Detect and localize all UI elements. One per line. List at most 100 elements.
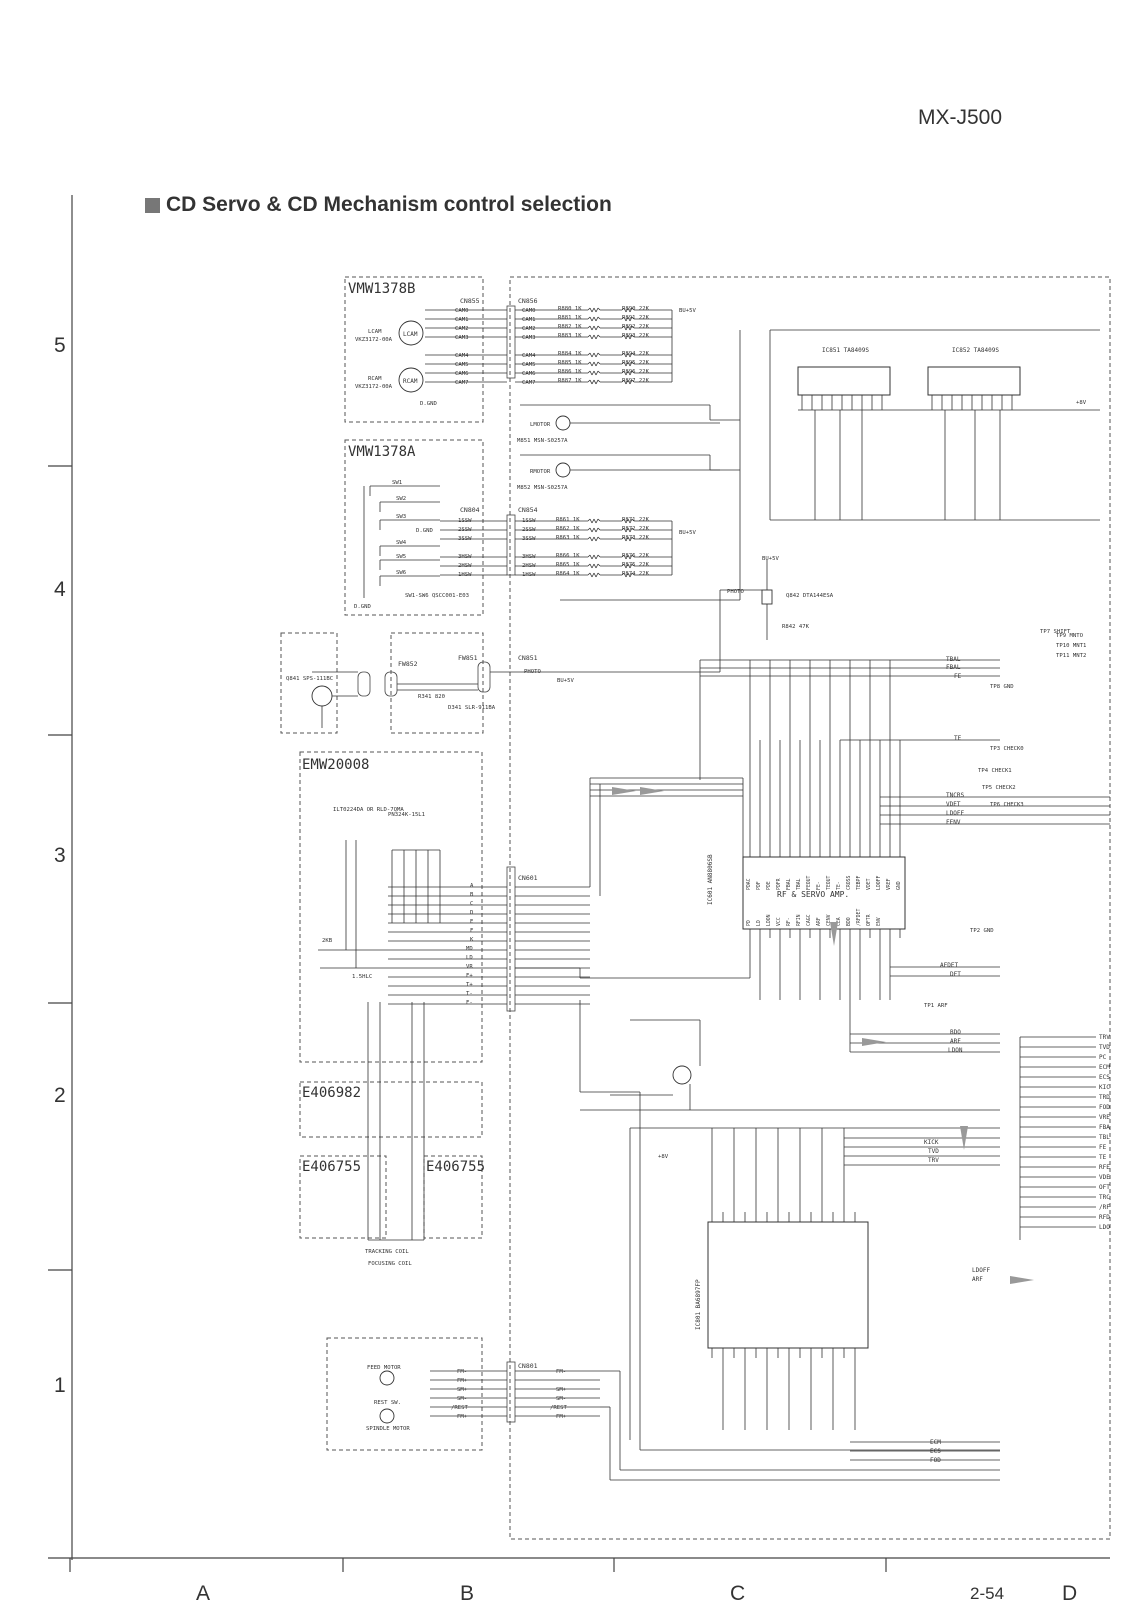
label-feed-motor: FEED MOTOR	[367, 1365, 401, 1371]
wire-187	[623, 554, 627, 560]
wire-205	[627, 563, 631, 569]
label-cn851: CN851	[518, 654, 538, 662]
label-dgnd-1: D.GND	[420, 401, 437, 407]
wire-18	[587, 316, 591, 320]
right-pin-7: FOD	[1099, 1104, 1110, 1111]
sw-r-right-0: R871 22K	[622, 517, 650, 523]
label-m851: M851 MSN-S0257A	[517, 438, 568, 444]
wire-158	[629, 527, 633, 533]
right-pin-11: FE	[1099, 1144, 1107, 1151]
ic-packages	[707, 366, 1021, 1349]
component-symbol-labels: LCAM RCAM	[403, 331, 418, 385]
ic851-label: IC851 TA8409S	[822, 347, 869, 354]
label-cn601: CN601	[518, 874, 538, 882]
wire-173	[627, 536, 631, 542]
label-cn854: CN854	[518, 506, 538, 514]
connector-labels: CN855 CN856 CN804 CN854 CN851 CN601 CN80…	[398, 297, 538, 1370]
ic601-top-pin-9: TE-	[836, 881, 842, 890]
wire-14	[631, 307, 635, 311]
wire-29	[629, 316, 633, 322]
tp2: TP2 GND	[970, 928, 994, 934]
right-pin-3: ECM	[1099, 1064, 1110, 1071]
signal-labels: TBAL FBAL FE TE TNCRS VDET LDOFF FENV AF…	[924, 656, 990, 1464]
switch-part: SW1-SW6 QSCC001-E03	[405, 593, 469, 599]
board-vmw1378a	[344, 439, 484, 616]
wire-7	[597, 307, 601, 311]
wire-124	[627, 379, 631, 385]
signal-tvd: TVD	[928, 1148, 939, 1155]
sw-r-left-5: R864 1K	[556, 571, 580, 577]
ic601-bot-pin-8: CENV	[826, 914, 832, 926]
cam-r-left-7: R887 1K	[558, 378, 582, 384]
label-spindle-motor: SPINDLE MOTOR	[366, 1426, 410, 1432]
wire-156	[625, 527, 629, 533]
wire-84	[591, 361, 595, 367]
wire-143	[631, 518, 635, 522]
cn801-sig-3: SM-	[556, 1396, 566, 1402]
wire-43	[625, 325, 629, 331]
label-cn855: CN855	[460, 297, 480, 305]
cam-line-7: CAM7	[522, 380, 535, 386]
label-fw851: FW851	[458, 654, 478, 662]
cam-r-right-4: R894 22K	[622, 351, 650, 357]
wire-182	[593, 554, 597, 560]
wire-9	[621, 307, 625, 311]
signal-tncrs: TNCRS	[946, 792, 964, 799]
wire-222	[629, 572, 633, 578]
cn601-pin-labels: A B C D E F K MD LD VR F+ T+ T- F- FM- F…	[451, 883, 567, 1420]
wire-45	[629, 325, 633, 331]
wire-121	[621, 379, 625, 383]
wire-86	[595, 361, 599, 367]
wire-109	[629, 370, 633, 376]
cam-lines: CAM0 CAM1 CAM2 CAM3 CAM4 CAM5 CAM6 CAM7 …	[455, 306, 650, 386]
lcam-symbol	[398, 320, 424, 346]
wire-55	[597, 334, 601, 338]
wire-70	[595, 352, 599, 358]
sw-r-right-2: R873 22K	[622, 535, 650, 541]
section-title-text: CD Servo & CD Mechanism control selectio…	[166, 193, 612, 216]
cn801-sig-2: SM+	[556, 1387, 567, 1393]
label-rmotor: RMOTOR	[530, 469, 551, 475]
wire-195	[587, 563, 591, 567]
row-label-5: 5	[54, 334, 66, 357]
ic601-top-pin-1: PDF	[756, 881, 762, 890]
right-pin-0: TRV	[1099, 1034, 1110, 1041]
wire-57	[621, 334, 625, 338]
cn601-pin-a: A	[470, 883, 474, 889]
wire-4	[591, 307, 595, 313]
section-title: CD Servo & CD Mechanism control selectio…	[145, 193, 612, 217]
wire-190	[629, 554, 633, 560]
rmotor-symbol	[555, 462, 571, 478]
label-plus8v-2: +8V	[658, 1154, 669, 1160]
ic601-bot-pin-9: CEA	[836, 917, 842, 926]
signal-fenv: FENV	[946, 819, 961, 826]
wire-218	[621, 572, 625, 576]
switch-1: SW2	[396, 496, 406, 502]
wire-75	[625, 352, 629, 358]
cn601-pin-k: K	[470, 937, 474, 943]
wire-12	[627, 307, 631, 313]
wire-186	[621, 554, 625, 558]
frame-lines	[48, 195, 1110, 1572]
cam-r-left-5: R885 1K	[558, 360, 582, 366]
wire-168	[597, 536, 601, 540]
wire-89	[621, 361, 625, 365]
cam-line-left-3: CAM3	[455, 335, 468, 341]
wire-148	[589, 527, 593, 533]
ic601-top-pin-4: FBAL	[786, 878, 792, 890]
ic601-package	[742, 856, 906, 930]
cn801-pin-1: FM+	[457, 1378, 468, 1384]
label-rcam: RCAM	[368, 376, 382, 382]
cam-line-left-0: CAM0	[455, 308, 468, 314]
wire-122	[623, 379, 627, 385]
flow-arrow-1	[612, 787, 636, 795]
signal-kick: KICK	[924, 1139, 939, 1146]
ic601-top-pin-15: GND	[896, 881, 902, 890]
q842-symbol	[761, 589, 773, 605]
right-pin-17: /RF	[1099, 1204, 1110, 1211]
wire-132	[589, 518, 593, 524]
wire-82	[587, 361, 591, 365]
wire-58	[623, 334, 627, 340]
signal-ldoff-2: LDOFF	[972, 1267, 990, 1274]
wire-223	[631, 572, 635, 576]
